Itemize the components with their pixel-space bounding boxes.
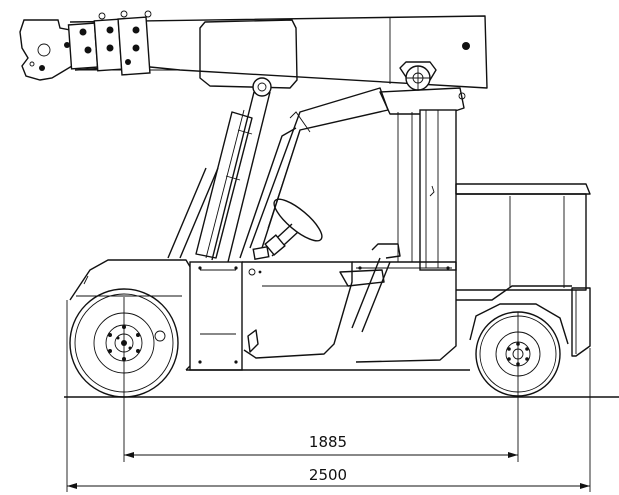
dimension-lines [66, 297, 591, 492]
rear-wheel [469, 303, 569, 397]
seat [339, 243, 401, 287]
chassis [69, 259, 572, 371]
lift-cylinder [167, 77, 272, 263]
overall-length-dimension-label: 2500 [309, 466, 347, 484]
rear-counterweight [455, 183, 591, 357]
wheelbase-dimension-label: 1885 [309, 433, 347, 451]
clamp-plates [64, 10, 152, 76]
cab-frame [239, 87, 401, 333]
boom [19, 10, 488, 89]
boom-bolt [462, 42, 470, 50]
hook-plate [19, 19, 73, 81]
steering-wheel [252, 198, 323, 260]
cab-door [242, 261, 353, 359]
mast [379, 61, 466, 271]
